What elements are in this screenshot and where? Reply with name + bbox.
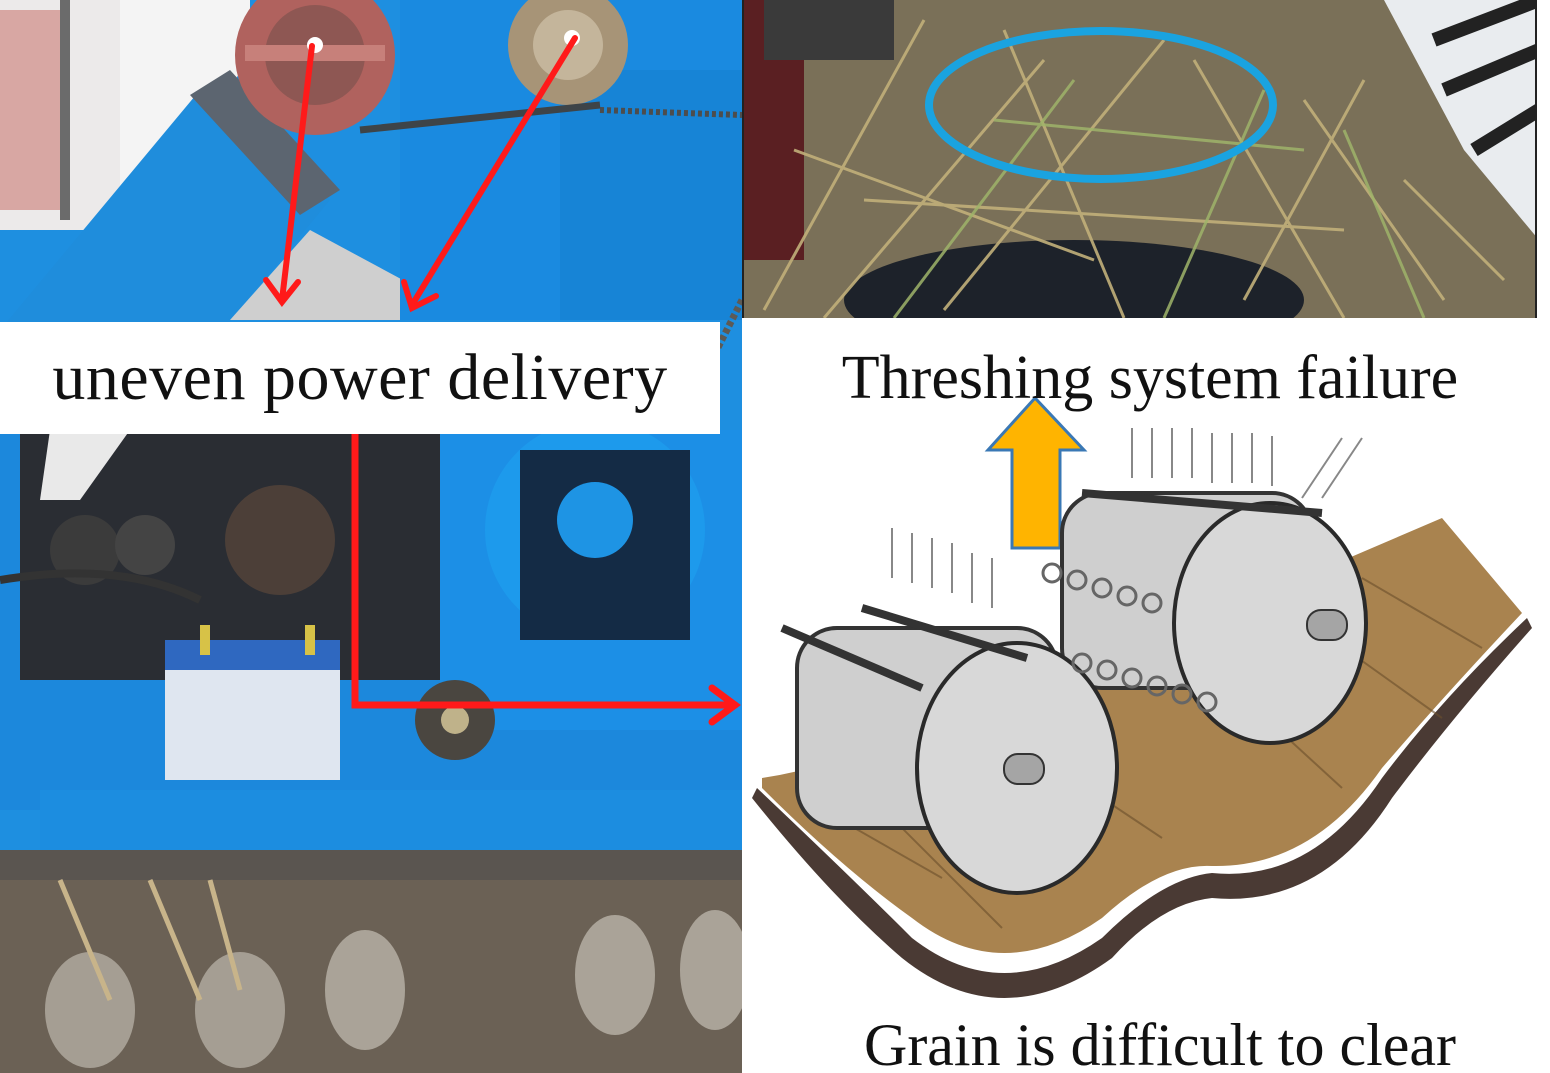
threshing-system-failure-label: Threshing system failure (841, 343, 1459, 412)
threshing-drums-diagram (752, 395, 1532, 998)
highlight-ellipse (925, 27, 1277, 183)
straw-clog-illustration (744, 0, 1535, 318)
red-arrow-left (263, 43, 315, 307)
front-threshing-drum (780, 528, 1119, 895)
red-elbow-arrow (351, 430, 741, 726)
threshing-drum-illustration (742, 318, 1550, 1073)
uneven-power-delivery-label: uneven power delivery (0, 322, 720, 434)
grain-difficult-to-clear-label: Grain is difficult to clear (863, 1011, 1457, 1073)
red-arrow-right (401, 35, 578, 313)
harvester-illustration (0, 0, 742, 1073)
power-flow-arrows (263, 35, 741, 726)
yellow-up-arrow (984, 395, 1088, 550)
clogged-straw-photo (742, 0, 1537, 318)
harvester-photo (0, 0, 742, 1073)
